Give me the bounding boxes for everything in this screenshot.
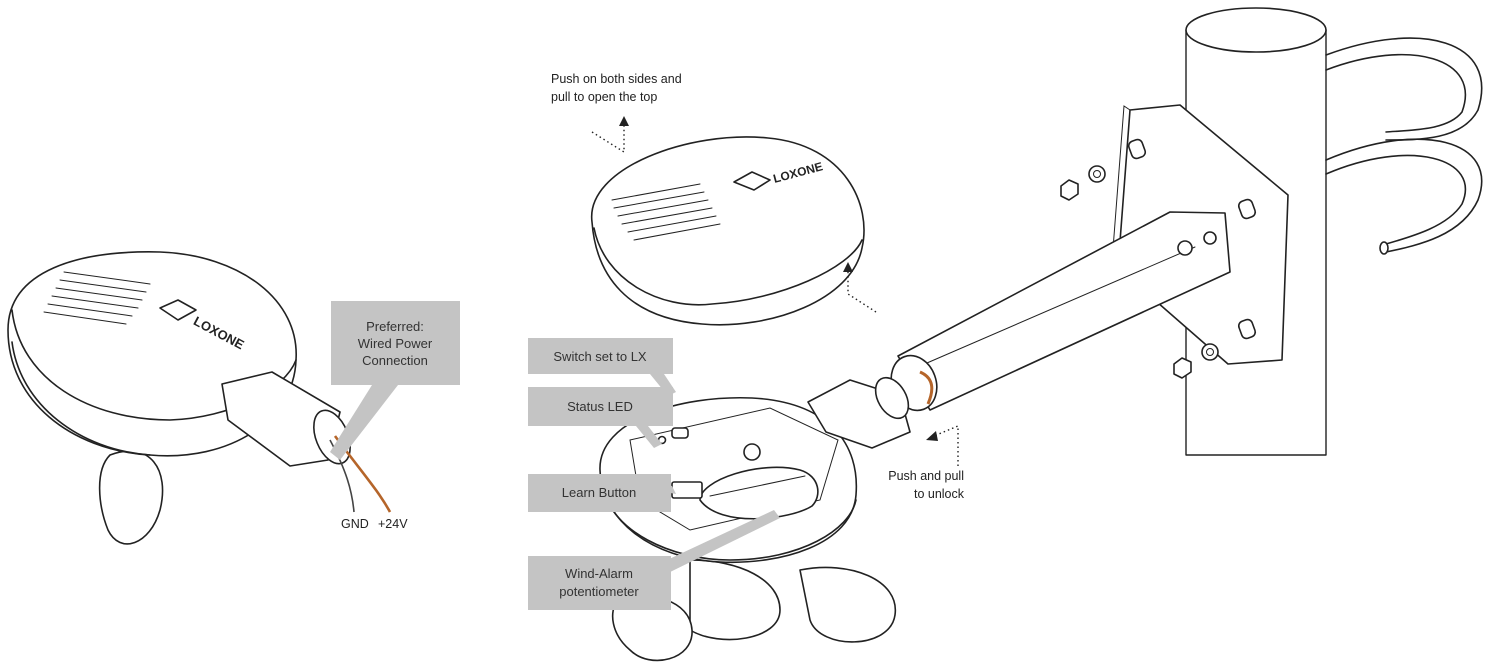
loxone-logo-icon — [159, 299, 197, 321]
callout-wind-alarm-line2: potentiometer — [559, 584, 639, 599]
unlock-instruction-line1: Push and pull — [888, 469, 964, 483]
mounting-arm — [890, 211, 1231, 412]
callout-wired-power-line2: Wired Power — [358, 336, 433, 351]
callout-switch-label: Switch set to LX — [553, 349, 647, 364]
callout-wired-power: Preferred: Wired Power Connection — [331, 301, 460, 385]
callout-status-led-label: Status LED — [567, 399, 633, 414]
callout-status-led: Status LED — [528, 387, 673, 426]
vent-grille-lid — [611, 183, 721, 241]
vent-grille — [43, 271, 151, 325]
callout-wired-power-line1: Preferred: — [366, 319, 424, 334]
loxone-logo-lid-icon — [733, 171, 771, 191]
open-top-instruction-line2: pull to open the top — [551, 90, 657, 104]
callout-learn-button: Learn Button — [528, 474, 671, 512]
open-arrows — [591, 116, 877, 313]
callout-wired-power-line3: Connection — [362, 353, 428, 368]
sensor-wired: LOXONE — [7, 251, 392, 545]
open-top-instruction-line1: Push on both sides and — [551, 72, 682, 86]
unlock-instruction-line2: to unlock — [914, 487, 965, 501]
sensor-open — [599, 376, 911, 662]
callout-switch: Switch set to LX — [528, 338, 673, 374]
gnd-label: GND — [341, 517, 369, 531]
mounting-nuts — [1060, 165, 1219, 379]
sensor-lid: LOXONE — [591, 136, 865, 326]
u-bolt-clamp — [1325, 37, 1483, 255]
unlock-arrow — [926, 424, 959, 466]
callout-learn-button-label: Learn Button — [562, 485, 636, 500]
plus24v-label: +24V — [378, 517, 408, 531]
callout-wind-alarm-line1: Wind-Alarm — [565, 566, 633, 581]
callout-wind-alarm: Wind-Alarm potentiometer — [528, 556, 671, 610]
